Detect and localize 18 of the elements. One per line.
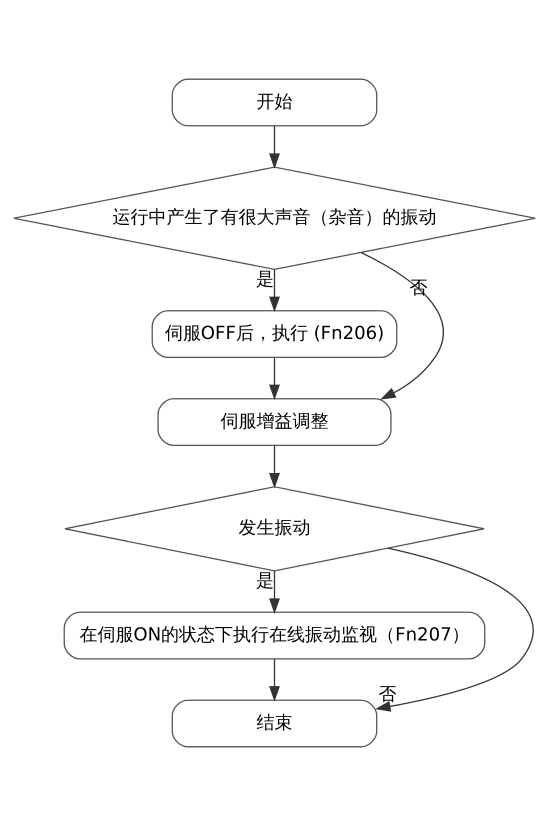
edge-label: 否 [378, 684, 397, 705]
node-box: 结束 [172, 699, 378, 747]
node-box: 伺服OFF后，执行 (Fn206) [152, 310, 398, 358]
arrow [269, 570, 280, 614]
node-diamond: 运行中产生了有很大声音（杂音）的振动 [13, 166, 536, 270]
node-box: 伺服增益调整 [157, 398, 392, 446]
arrow [269, 357, 280, 400]
arrow [269, 126, 280, 168]
arrow [375, 547, 534, 712]
node-box: 开始 [172, 78, 378, 126]
edge-label: 是 [256, 570, 274, 591]
node-box: 在伺服ON的状态下执行在线振动监视（Fn207） [64, 611, 486, 659]
arrow [360, 252, 444, 400]
arrow [269, 444, 280, 488]
arrow [269, 269, 280, 312]
node-diamond: 发生振动 [64, 486, 485, 572]
edge-label: 是 [256, 268, 274, 290]
arrow [269, 658, 280, 702]
